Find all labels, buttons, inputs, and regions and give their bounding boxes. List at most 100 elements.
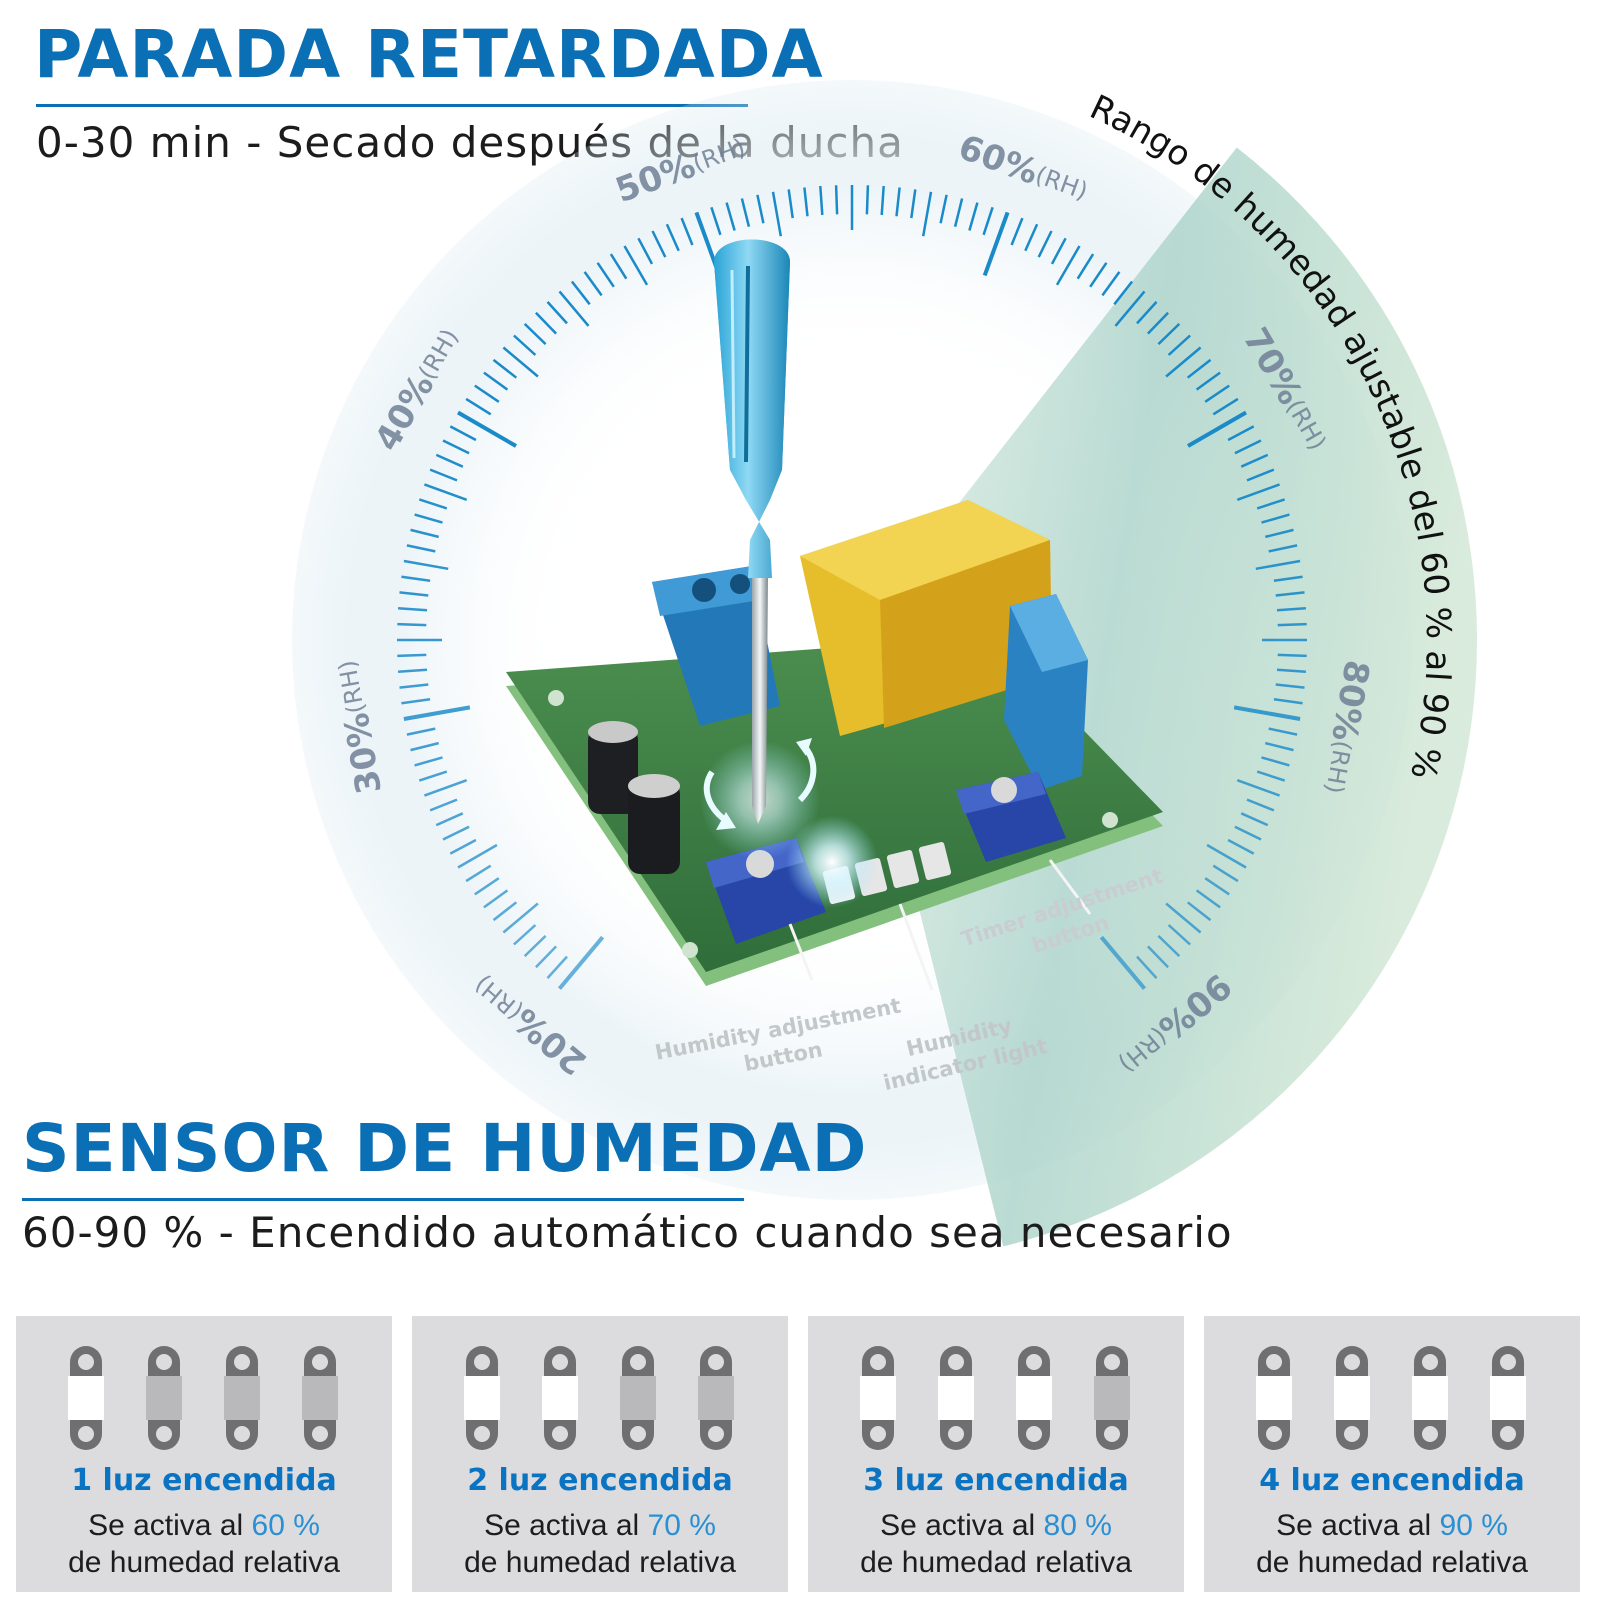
indicator-led-icon: [698, 1346, 734, 1450]
tile-activation-line: Se activa al 70 %: [412, 1511, 788, 1541]
dial-tick: [406, 544, 436, 553]
dial-tick: [483, 889, 509, 909]
dial-tick: [651, 230, 667, 258]
dial-tick: [1240, 812, 1269, 827]
dial-tick: [1157, 935, 1181, 957]
dial-tick: [1186, 358, 1212, 379]
dial-tick: [1186, 901, 1212, 922]
dial-tick: [570, 280, 591, 306]
dial-tick: [523, 935, 547, 957]
dial-tick: [513, 924, 537, 946]
dial-tick: [403, 559, 449, 571]
dial-tick: [865, 185, 870, 215]
dial-tick: [968, 202, 979, 231]
tile-title: 1 luz encendida: [71, 1463, 337, 1498]
light-level-tile: 3 luz encendida Se activa al 80 % de hum…: [808, 1316, 1184, 1592]
dial-tick: [474, 877, 500, 896]
tile-title: 2 luz encendida: [467, 1463, 733, 1498]
humidity-range-sector: [852, 147, 1477, 1247]
dial-tick: [399, 683, 429, 689]
dial-tick: [1273, 698, 1303, 705]
tile-activation-line: Se activa al 60 %: [16, 1511, 392, 1541]
dial-tick: [1165, 902, 1202, 934]
light-level-tile: 2 luz encendida Se activa al 70 % de hum…: [412, 1316, 788, 1592]
led-row: [464, 1346, 736, 1450]
led-row: [68, 1346, 340, 1450]
dial-tick: [535, 945, 557, 969]
dial-tick: [982, 211, 1010, 277]
dial-tick: [465, 397, 492, 416]
dial-tick: [725, 202, 736, 231]
dial-tick: [1165, 346, 1202, 378]
dial-tick: [423, 779, 468, 797]
capacitor: [628, 782, 680, 874]
dial-tick: [637, 237, 654, 265]
mount-hole: [682, 942, 698, 958]
dial-tick: [410, 741, 440, 752]
dial-tick: [1256, 498, 1286, 510]
dial-tick: [401, 698, 431, 705]
dial-tick: [1101, 271, 1121, 297]
indicator-led-icon: [620, 1346, 656, 1450]
dial-tick: [1037, 230, 1053, 258]
tile-percent: 60 %: [251, 1509, 320, 1542]
dial-tick: [665, 223, 680, 252]
dial-tick: [1212, 864, 1239, 883]
callout-pointer: [788, 923, 814, 981]
humidity-sensor-subtitle: 60-90 % - Encendido automático cuando se…: [22, 1208, 1233, 1257]
dial-tick: [1204, 384, 1230, 403]
dial-tick: [1275, 683, 1305, 689]
dial-tick: [1275, 591, 1305, 597]
dial-tick: [546, 955, 568, 979]
dial-tick: [787, 189, 794, 219]
indicator-led-icon: [302, 1346, 338, 1450]
dial-tick: [1227, 838, 1255, 855]
dial-tick: [418, 770, 448, 782]
section-underline: [22, 1198, 744, 1201]
dial-tick: [1236, 483, 1281, 501]
dial-tick: [1277, 622, 1307, 627]
dial-tick: [449, 838, 477, 855]
indicator-led-icon: [1490, 1346, 1526, 1450]
dial-tick: [414, 513, 443, 524]
dial-tick: [557, 935, 605, 990]
indicator-led-icon: [860, 1346, 896, 1450]
dial-tick: [1246, 798, 1275, 812]
indicator-led-icon: [146, 1346, 182, 1450]
tile-activation-prefix: Se activa al: [484, 1509, 648, 1542]
dial-tick: [1113, 280, 1134, 306]
dial-tick: [623, 245, 649, 286]
indicator-led-icon: [1016, 1346, 1052, 1450]
dial-tick: [401, 575, 431, 582]
tile-title: 4 luz encendida: [1259, 1463, 1525, 1498]
dial-tick: [483, 371, 509, 391]
dial-tick: [1089, 262, 1108, 288]
dial-tick: [435, 453, 464, 468]
tile-activation-line: Se activa al 80 %: [808, 1511, 1184, 1541]
dial-tick: [710, 206, 722, 236]
dial-tick: [423, 483, 468, 501]
dial-tick: [1255, 559, 1301, 571]
dial-tick: [1157, 323, 1181, 345]
dial-tick: [1147, 945, 1169, 969]
indicator-led-icon: [938, 1346, 974, 1450]
dial-tick: [398, 607, 428, 612]
dial-tick: [442, 439, 470, 455]
circuit-board: [506, 239, 1163, 991]
dial-tick: [583, 271, 603, 297]
terminal-screw-hole: [730, 574, 750, 594]
dial-tick: [1246, 468, 1275, 482]
indicator-led: [886, 849, 920, 889]
dial-tick: [397, 653, 427, 658]
indicator-led-icon: [1334, 1346, 1370, 1450]
dial-tick: [1195, 371, 1221, 391]
dial-tick: [429, 798, 458, 812]
dial-tick: [1268, 544, 1298, 553]
dial-tick: [546, 301, 568, 325]
dial-tick: [609, 253, 628, 280]
dial-tick: [680, 217, 694, 246]
dial-tick: [939, 194, 948, 224]
led-row: [1256, 1346, 1528, 1450]
dial-tick: [398, 668, 428, 673]
dial-tick: [756, 194, 765, 224]
